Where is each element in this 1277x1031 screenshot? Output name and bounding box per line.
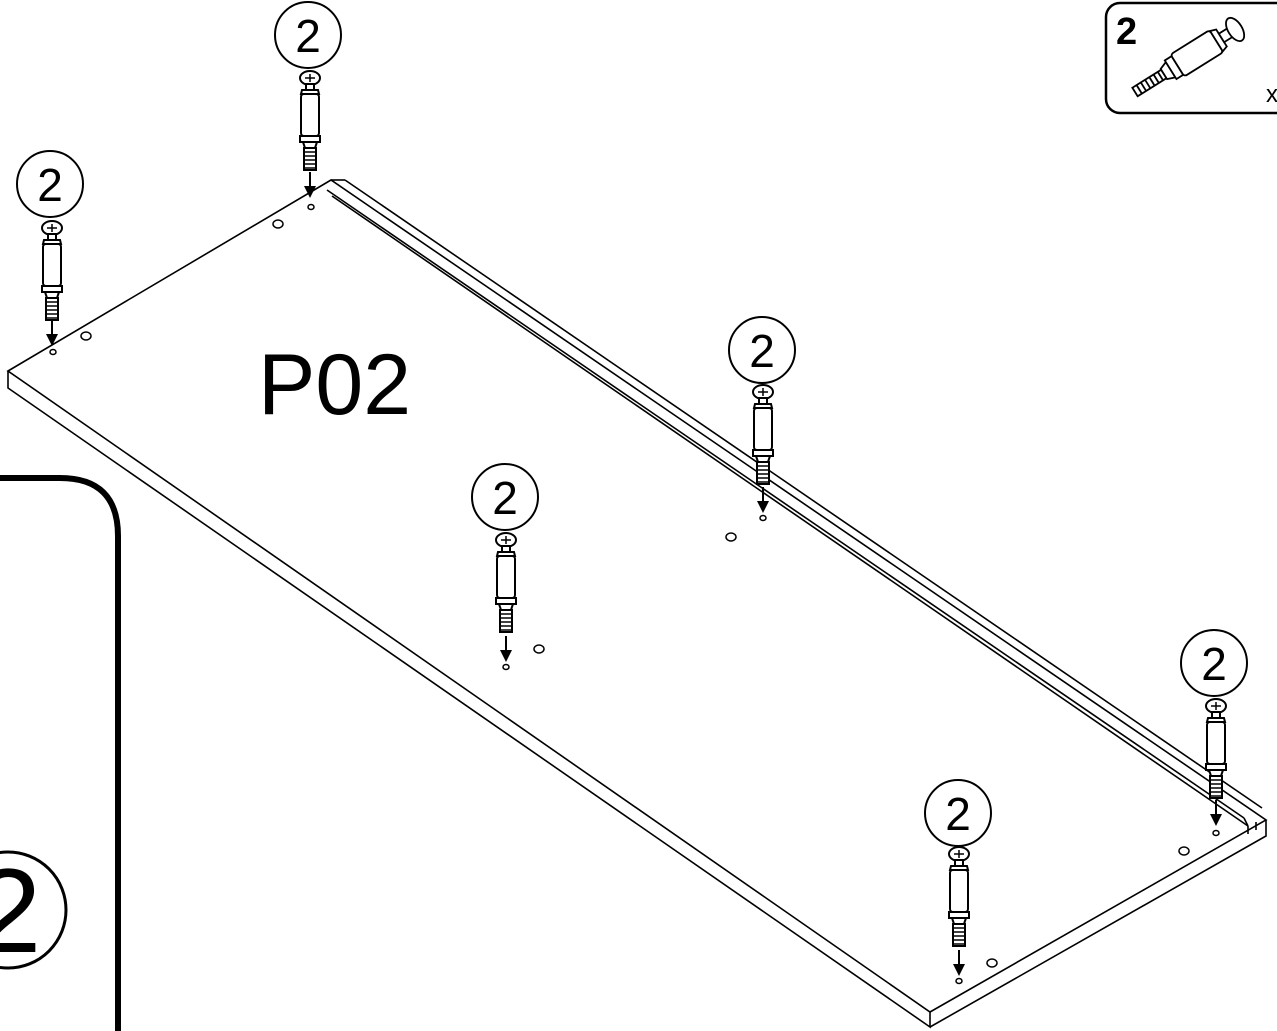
panel-p02 xyxy=(6,179,1268,1029)
part-number: 2 xyxy=(749,325,775,377)
part-number-circle xyxy=(16,150,84,218)
part-number-circle xyxy=(728,316,796,384)
part-number: 2 xyxy=(295,10,321,62)
pre-drilled-hole xyxy=(1178,846,1190,856)
part-number: 2 xyxy=(492,472,518,524)
part-number-circle xyxy=(274,1,342,69)
pre-drilled-hole xyxy=(80,331,92,341)
cam-bolt-icon xyxy=(752,384,774,485)
pre-drilled-hole xyxy=(49,348,57,356)
panel-label: P02 xyxy=(258,337,411,433)
part-number-circle xyxy=(924,779,992,847)
pre-drilled-hole xyxy=(725,532,737,542)
cam-bolt-icon xyxy=(1205,698,1227,799)
part-number-circle xyxy=(1180,629,1248,697)
cam-bolt-icon xyxy=(41,220,63,321)
fastener: 2 xyxy=(1180,629,1248,827)
pre-drilled-holes xyxy=(49,203,1220,985)
pre-drilled-hole xyxy=(955,977,963,985)
callout-multiplier: x xyxy=(1266,81,1277,108)
pre-drilled-hole xyxy=(1212,829,1220,837)
fastener: 2 xyxy=(924,779,992,977)
part-number: 2 xyxy=(37,159,63,211)
part-callout: 2 x xyxy=(1104,1,1277,115)
step-number: 2 xyxy=(0,844,41,978)
fastener: 2 xyxy=(16,150,84,347)
pre-drilled-hole xyxy=(272,219,284,229)
pre-drilled-hole xyxy=(986,958,998,968)
pre-drilled-hole xyxy=(759,514,767,522)
part-number: 2 xyxy=(1201,638,1227,690)
step-box: 2 xyxy=(0,475,121,1031)
callout-part-number: 2 xyxy=(1116,11,1137,53)
pre-drilled-hole xyxy=(502,663,510,671)
pre-drilled-hole xyxy=(533,644,545,654)
part-number-circle xyxy=(471,463,539,531)
cam-bolt-icon xyxy=(299,70,321,171)
pre-drilled-hole xyxy=(307,203,315,211)
fastener: 2 xyxy=(274,1,342,199)
part-number: 2 xyxy=(945,788,971,840)
fastener: 2 xyxy=(728,316,796,514)
step-number-circle xyxy=(0,850,68,970)
fastener: 2 xyxy=(471,463,539,663)
cam-bolt-icon xyxy=(1131,16,1246,98)
